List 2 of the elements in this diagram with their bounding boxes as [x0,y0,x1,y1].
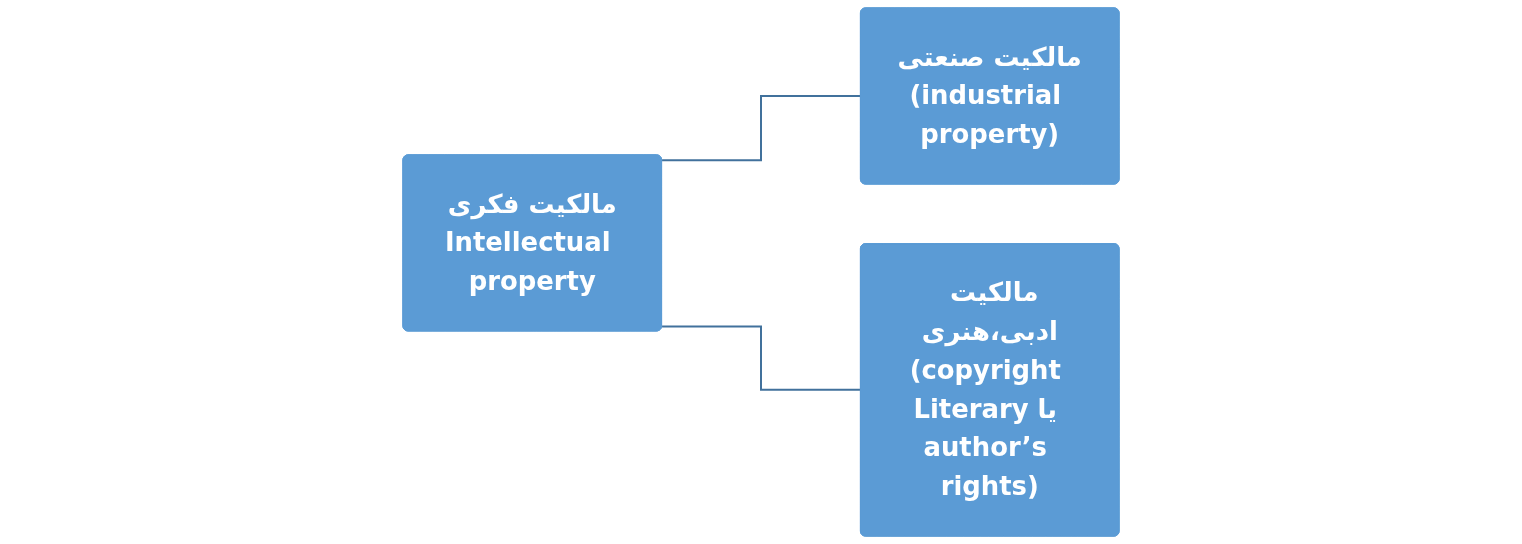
connector [661,94,862,162]
connector [661,325,862,392]
